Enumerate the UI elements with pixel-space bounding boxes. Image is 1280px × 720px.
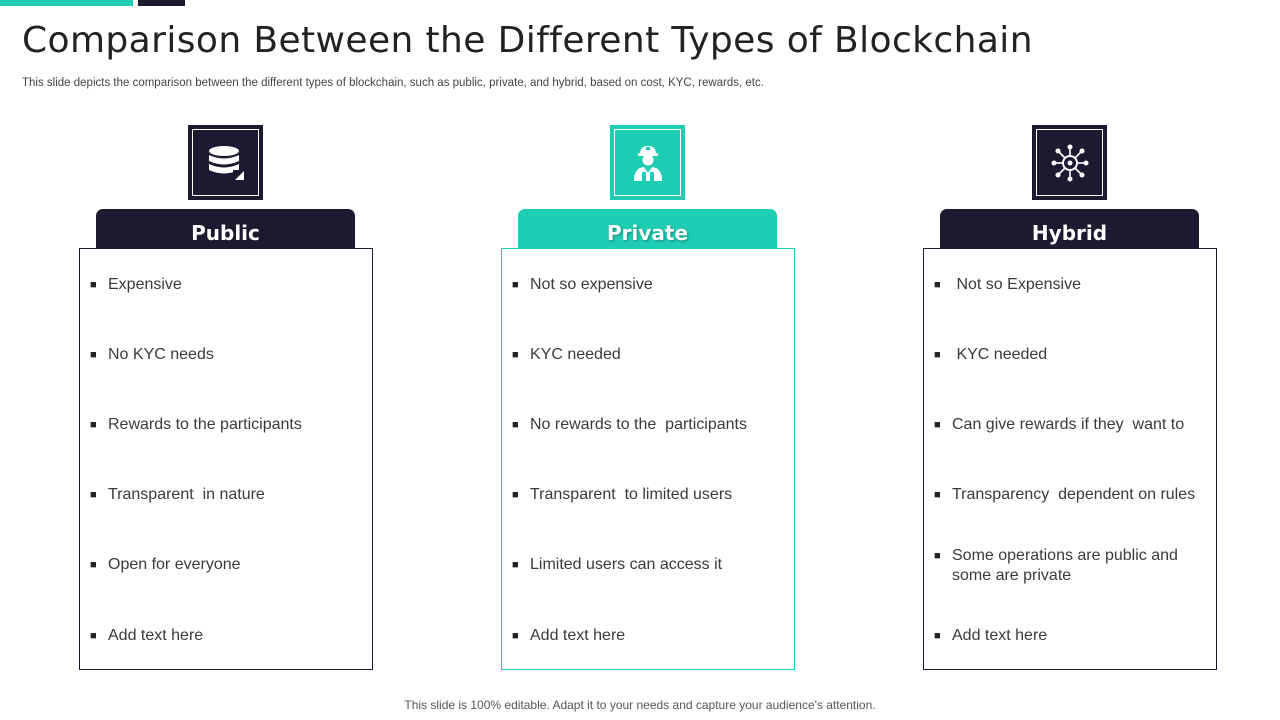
list-item: ■Some operations are public and some are…	[934, 547, 1183, 584]
list-item: ■ KYC needed	[934, 346, 1048, 363]
list-item: ■KYC needed	[512, 346, 621, 363]
slide-subtitle: This slide depicts the comparison betwee…	[22, 77, 764, 89]
column-hybrid: Hybrid ■ Not so Expensive ■ KYC needed ■…	[922, 125, 1217, 670]
list-item: ■Add text here	[934, 627, 1048, 644]
list-item: ■Rewards to the participants	[90, 416, 302, 433]
icon-box-private	[610, 125, 685, 200]
list-item: ■Transparency dependent on rules	[934, 486, 1196, 503]
list-item: ■ Not so Expensive	[934, 276, 1081, 293]
icon-box-hybrid	[1032, 125, 1107, 200]
list-item: ■No rewards to the participants	[512, 416, 747, 433]
list-item: ■Can give rewards if they want to	[934, 416, 1185, 433]
card-hybrid: ■ Not so Expensive ■ KYC needed ■Can giv…	[923, 248, 1217, 670]
card-private: ■Not so expensive ■KYC needed ■No reward…	[501, 248, 795, 670]
card-public: ■Expensive ■No KYC needs ■Rewards to the…	[79, 248, 373, 670]
list-item: ■Transparent in nature	[90, 486, 265, 503]
column-public: Public ■Expensive ■No KYC needs ■Rewards…	[78, 125, 373, 670]
worker-icon	[633, 145, 662, 181]
list-item: ■Add text here	[90, 627, 204, 644]
list-item: ■Open for everyone	[90, 556, 241, 573]
list-item: ■Transparent to limited users	[512, 486, 733, 503]
slide-title: Comparison Between the Different Types o…	[22, 20, 1033, 61]
network-hub-icon	[1051, 144, 1088, 181]
list-item: ■Add text here	[512, 627, 626, 644]
icon-box-public	[188, 125, 263, 200]
top-accent-bar-dark	[138, 0, 185, 6]
list-item: ■Limited users can access it	[512, 556, 723, 573]
database-icon	[208, 145, 245, 181]
column-private: Private ■Not so expensive ■KYC needed ■N…	[500, 125, 795, 670]
list-item: ■Expensive	[90, 276, 182, 293]
list-item: ■Not so expensive	[512, 276, 653, 293]
top-accent-bar-teal	[0, 0, 133, 6]
list-item: ■No KYC needs	[90, 346, 214, 363]
slide-footer: This slide is 100% editable. Adapt it to…	[404, 698, 876, 712]
